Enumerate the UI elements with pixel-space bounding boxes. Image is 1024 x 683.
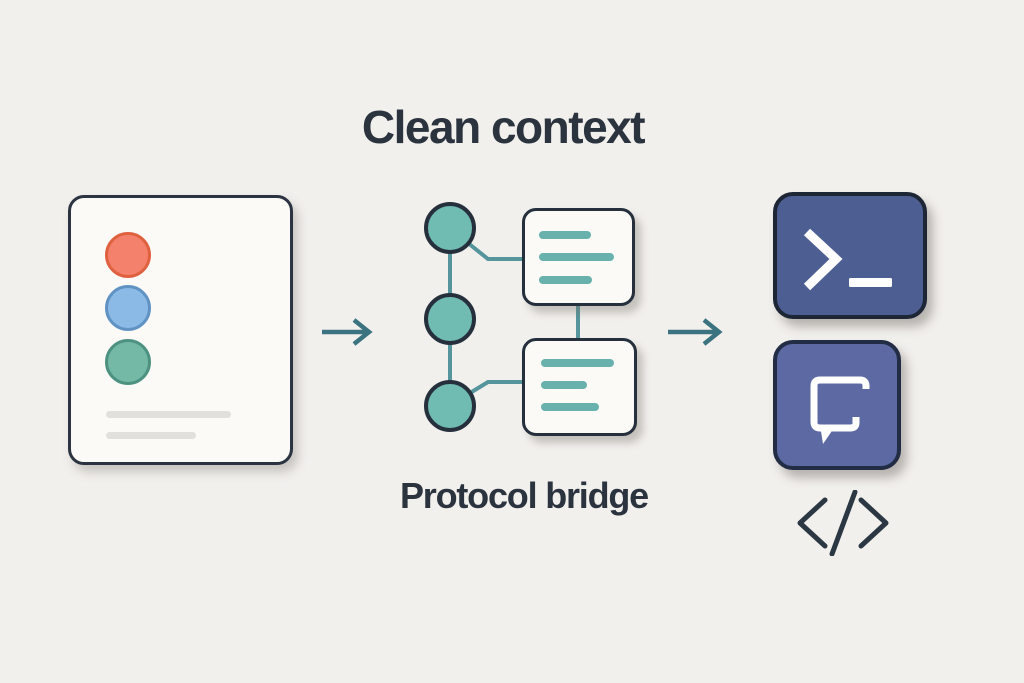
protocol-bridge-diagram	[424, 202, 580, 432]
message-card-bottom	[522, 338, 637, 436]
bridge-node	[424, 380, 476, 432]
bridge-caption: Protocol bridge	[399, 475, 649, 516]
text-bar	[539, 231, 591, 239]
chat-tile	[773, 340, 901, 470]
message-card-top	[522, 208, 635, 306]
arrow-right-icon	[322, 318, 373, 346]
orange-dot	[105, 232, 151, 278]
terminal-prompt-icon	[803, 228, 892, 291]
bridge-node	[424, 202, 476, 254]
teal-dot	[105, 339, 151, 385]
page-title: Clean context	[361, 101, 646, 153]
bridge-node	[424, 293, 476, 345]
text-bar	[539, 253, 614, 261]
placeholder-line	[106, 411, 231, 418]
terminal-tile	[773, 192, 927, 319]
context-card	[68, 195, 293, 465]
bridge-nodes	[424, 202, 476, 432]
text-bar	[539, 276, 592, 284]
text-bar	[541, 359, 614, 367]
chat-bubble-icon	[810, 376, 870, 444]
text-bar	[541, 403, 599, 411]
text-bar	[541, 381, 587, 389]
placeholder-line	[106, 432, 196, 439]
code-tag-icon	[797, 490, 889, 556]
blue-dot	[105, 285, 151, 331]
arrow-right-icon	[668, 318, 723, 346]
